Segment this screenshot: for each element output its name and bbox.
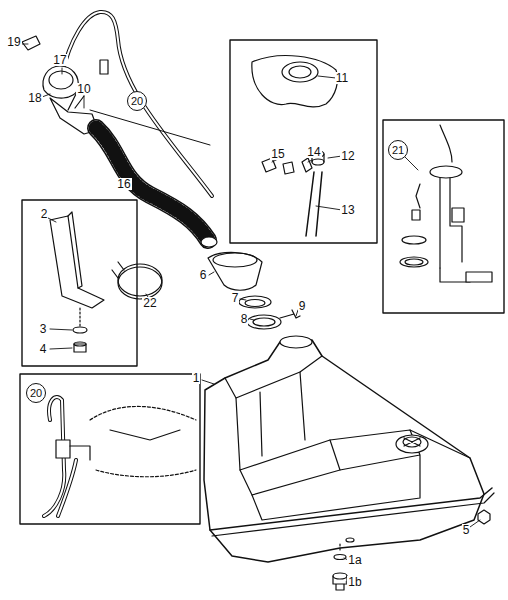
breather-tube <box>62 12 212 196</box>
callout-number: 10 <box>76 83 91 95</box>
callout-number: 1 <box>192 372 201 384</box>
callout-number: 19 <box>6 36 21 48</box>
filler-cap <box>22 36 98 134</box>
callout-number: 2 <box>40 208 49 220</box>
neck-parts <box>208 252 300 329</box>
sender-unit <box>400 125 492 282</box>
callout-number: 1b <box>347 576 362 588</box>
callout-number: 11 <box>335 72 349 84</box>
bracket-inset <box>50 212 104 352</box>
callout-number: 22 <box>142 297 157 309</box>
callout-number: 21 <box>392 145 404 156</box>
grommet-inset <box>252 56 338 236</box>
filler-hose <box>96 128 217 247</box>
inset-frame <box>22 200 137 366</box>
callout-number: 7 <box>231 292 240 304</box>
callout-number: 17 <box>52 54 67 66</box>
callout-number: 4 <box>39 343 48 355</box>
callout-number: 3 <box>39 323 48 335</box>
fuel-tank <box>204 336 494 562</box>
callout-number: 15 <box>270 148 285 160</box>
callout-number: 20 <box>131 96 143 107</box>
inset-frame <box>383 120 504 313</box>
callout-number: 6 <box>199 269 208 281</box>
callout-number: 13 <box>340 204 355 216</box>
pipe-detail <box>44 397 196 516</box>
callout-number: 1a <box>347 554 362 566</box>
circled-callout: 20 <box>26 383 46 403</box>
callout-number: 20 <box>30 388 42 399</box>
callout-number: 16 <box>116 178 131 190</box>
hose-clamp <box>112 262 162 299</box>
inset-frame <box>230 40 377 243</box>
callout-number: 8 <box>240 313 249 325</box>
callout-number: 5 <box>462 524 471 536</box>
drain-plug <box>333 510 490 590</box>
callout-number: 14 <box>306 146 321 158</box>
callout-number: 12 <box>340 150 355 162</box>
callout-number: 18 <box>27 92 42 104</box>
inset-frame <box>20 374 200 524</box>
leader-lines <box>20 44 480 582</box>
callout-number: 9 <box>298 300 307 312</box>
